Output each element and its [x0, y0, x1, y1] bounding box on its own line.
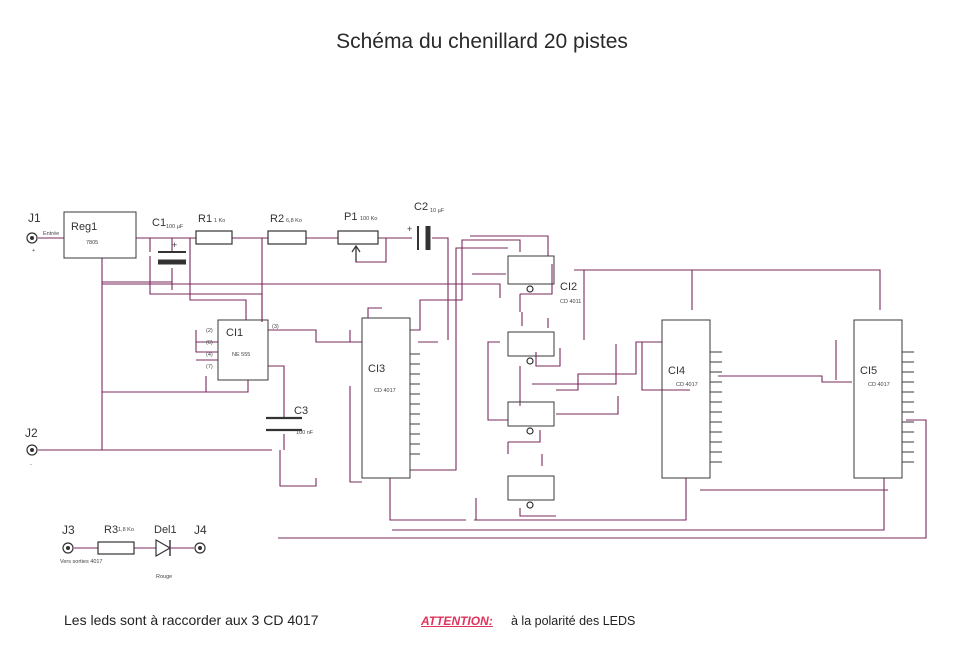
footer-note: Les leds sont à raccorder aux 3 CD 4017: [64, 612, 319, 628]
svg-text:7805: 7805: [86, 240, 98, 246]
svg-text:C3: C3: [294, 405, 308, 417]
c2-capacitor: + C2 10 µF: [407, 201, 445, 250]
svg-text:CI2: CI2: [560, 281, 577, 293]
footer-attention: ATTENTION:: [421, 614, 493, 628]
svg-text:CI5: CI5: [860, 365, 877, 377]
svg-text:CI4: CI4: [668, 365, 685, 377]
wires: [38, 235, 927, 539]
footer-polarity: à la polarité des LEDS: [511, 614, 636, 628]
svg-text:100 Ko: 100 Ko: [360, 216, 377, 222]
svg-text:(3): (3): [272, 324, 279, 330]
connector-j2: J2 -: [25, 426, 38, 468]
ci5-counter: CI5 CD 4017: [853, 319, 914, 479]
ci1-timer: CI1 NE 555 (2) (6) (4) (7) (3): [206, 319, 279, 381]
svg-text:Vers sorties 4017: Vers sorties 4017: [60, 559, 103, 565]
svg-text:+: +: [32, 248, 35, 254]
ci3-counter: CI3 CD 4017: [361, 317, 420, 479]
svg-text:CD 4017: CD 4017: [676, 382, 698, 388]
ci4-counter: CI4 CD 4017: [661, 319, 722, 479]
connector-j1: J1 Entrée +: [26, 211, 59, 254]
svg-text:(7): (7): [206, 364, 213, 370]
reg1-block: Reg1 7805: [63, 211, 137, 259]
svg-text:(4): (4): [206, 352, 213, 358]
svg-text:J1: J1: [28, 211, 41, 225]
svg-text:C1: C1: [152, 217, 166, 229]
svg-text:Reg1: Reg1: [71, 221, 97, 233]
connector-j4: J4: [194, 523, 207, 554]
svg-text:J4: J4: [194, 523, 207, 537]
led-circuit: R3 1,8 Ko Del1 Rouge Vers sorties 4017: [60, 524, 194, 580]
svg-text:R3: R3: [104, 524, 118, 536]
svg-text:CD 4017: CD 4017: [374, 388, 396, 394]
svg-text:CD 4017: CD 4017: [868, 382, 890, 388]
p1-potentiometer: P1 100 Ko: [337, 211, 379, 262]
svg-text:100 µF: 100 µF: [166, 224, 184, 230]
svg-text:R2: R2: [270, 213, 284, 225]
svg-text:Entrée: Entrée: [43, 231, 59, 237]
svg-text:NE 555: NE 555: [232, 352, 250, 358]
svg-text:10 µF: 10 µF: [430, 208, 445, 214]
svg-text:1,8 Ko: 1,8 Ko: [118, 527, 134, 533]
svg-text:Rouge: Rouge: [156, 574, 172, 580]
svg-text:CD 4011: CD 4011: [560, 299, 581, 305]
page-title: Schéma du chenillard 20 pistes: [336, 30, 628, 53]
svg-text:+: +: [172, 240, 177, 250]
svg-text:+: +: [407, 224, 412, 234]
svg-text:(6): (6): [206, 340, 213, 346]
svg-text:1 Ko: 1 Ko: [214, 218, 225, 224]
svg-text:R1: R1: [198, 213, 212, 225]
svg-text:CI1: CI1: [226, 327, 243, 339]
svg-text:P1: P1: [344, 211, 357, 223]
svg-text:6,8 Ko: 6,8 Ko: [286, 218, 302, 224]
svg-text:Del1: Del1: [154, 524, 177, 536]
svg-text:(2): (2): [206, 328, 213, 334]
connector-j3: J3: [62, 523, 75, 554]
svg-text:C2: C2: [414, 201, 428, 213]
svg-text:J2: J2: [25, 426, 38, 440]
ci2-gates: CI2 CD 4011: [507, 255, 581, 509]
svg-text:-: -: [30, 462, 32, 468]
svg-text:J3: J3: [62, 523, 75, 537]
r1-resistor: R1 1 Ko: [195, 213, 233, 245]
r2-resistor: R2 6,8 Ko: [267, 213, 307, 245]
c1-capacitor: + C1 100 µF: [152, 217, 186, 265]
svg-text:CI3: CI3: [368, 363, 385, 375]
c3-capacitor: C3 100 nF: [266, 405, 314, 436]
svg-text:100 nF: 100 nF: [296, 430, 314, 436]
